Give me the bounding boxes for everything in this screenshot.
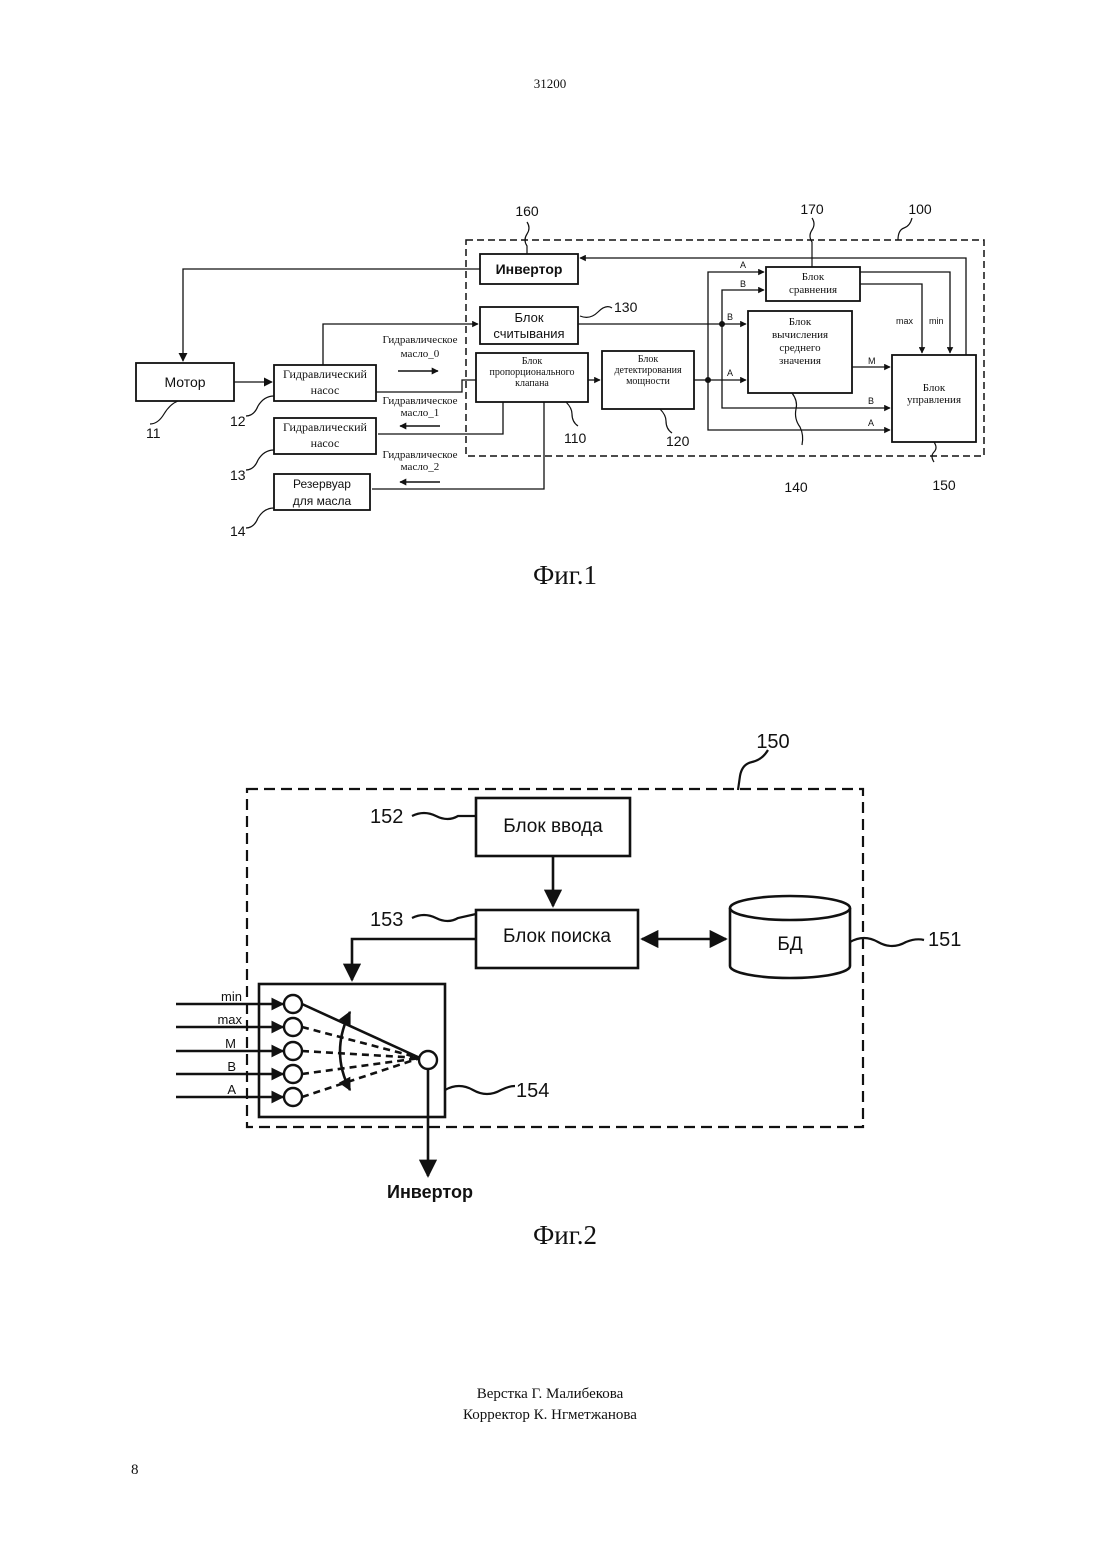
ref-160: 160 — [515, 203, 539, 219]
signal-m: M — [868, 356, 876, 366]
compare-label-2: сравнения — [789, 284, 837, 296]
ref-153: 153 — [370, 909, 403, 931]
figure-1: Инвертор Блок считывания Мотор Гидравлич… — [136, 201, 984, 590]
signal-a-3: A — [868, 418, 874, 428]
power-label-1: Блок — [638, 354, 659, 365]
signal-b-1: B — [740, 279, 746, 289]
ref-152: 152 — [370, 806, 403, 828]
ref-11: 11 — [146, 425, 161, 441]
ref-13: 13 — [230, 467, 246, 483]
layout-credit: Верстка Г. Малибекова — [0, 1384, 1100, 1405]
ref-14: 14 — [230, 523, 246, 539]
pump-1-label-2: насос — [311, 383, 340, 397]
control-label-2: управления — [907, 394, 961, 406]
signal-a-1: A — [740, 260, 746, 270]
oil-tank-label-2: для масла — [293, 494, 352, 508]
power-label-2: детектирования — [614, 365, 682, 376]
prop-label-1: Блок — [522, 356, 543, 367]
avg-label-1: Блок — [789, 316, 812, 328]
input-max-label: max — [217, 1012, 242, 1027]
page-number: 8 — [131, 1462, 139, 1479]
inverter-label: Инвертор — [496, 261, 563, 277]
signal-max: max — [896, 316, 914, 326]
figure-2: Блок ввода Блок поиска БД — [176, 731, 961, 1250]
pump-2-label-1: Гидравлический — [283, 420, 367, 434]
signal-min: min — [929, 316, 944, 326]
input-min-label: min — [221, 989, 242, 1004]
signal-b-2: B — [727, 312, 733, 322]
compare-label-1: Блок — [802, 271, 825, 283]
ref-100: 100 — [908, 201, 932, 217]
ref-110: 110 — [564, 430, 587, 446]
oil-1-label-2: масло_1 — [401, 407, 440, 419]
oil-0-label-2: масло_0 — [401, 348, 440, 360]
avg-label-4: значения — [779, 355, 821, 367]
ref-120: 120 — [666, 433, 690, 449]
reading-label-1: Блок — [514, 310, 543, 325]
ref-130: 130 — [614, 299, 638, 315]
input-block-label: Блок ввода — [503, 816, 603, 837]
input-m-label: M — [225, 1036, 236, 1051]
pump-1-label-1: Гидравлический — [283, 367, 367, 381]
avg-label-2: вычисления — [772, 329, 828, 341]
ref-150: 150 — [932, 477, 956, 493]
figure-2-caption: Фиг.2 — [533, 1220, 597, 1250]
ref-151: 151 — [928, 929, 961, 951]
oil-2-label-1: Гидравлическое — [382, 449, 457, 461]
pump-2-label-2: насос — [311, 436, 340, 450]
power-label-3: мощности — [626, 376, 670, 387]
input-a-label: A — [227, 1082, 236, 1097]
oil-2-label-2: масло_2 — [401, 461, 440, 473]
ref-154: 154 — [516, 1080, 549, 1102]
signal-a-2: A — [727, 368, 733, 378]
figure-1-caption: Фиг.1 — [533, 560, 597, 590]
oil-1-label-1: Гидравлическое — [382, 395, 457, 407]
oil-0-label-1: Гидравлическое — [382, 334, 457, 346]
prop-label-2: пропорционального — [489, 367, 574, 378]
input-b-label: B — [227, 1059, 236, 1074]
credits: Верстка Г. Малибекова Корректор К. Нгмет… — [0, 1384, 1100, 1426]
search-block-label: Блок поиска — [503, 926, 611, 947]
signal-b-3: B — [868, 396, 874, 406]
ref-140: 140 — [784, 479, 808, 495]
motor-label: Мотор — [164, 374, 205, 390]
control-label-1: Блок — [923, 382, 946, 394]
inverter-output-label: Инвертор — [387, 1182, 473, 1202]
reading-label-2: считывания — [493, 326, 564, 341]
ref-12: 12 — [230, 413, 246, 429]
database-label: БД — [777, 934, 802, 955]
ref-150-fig2: 150 — [756, 731, 789, 753]
prop-label-3: клапана — [515, 378, 549, 389]
avg-label-3: среднего — [779, 342, 821, 354]
oil-tank-label-1: Резервуар — [293, 477, 351, 491]
corrector-credit: Корректор К. Нгметжанова — [0, 1405, 1100, 1426]
ref-170: 170 — [800, 201, 824, 217]
